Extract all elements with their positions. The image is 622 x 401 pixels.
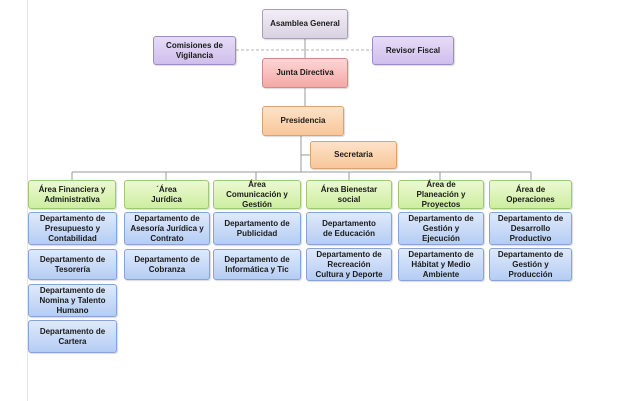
- node-presidencia: Presidencia: [262, 106, 344, 136]
- node-area-juridica: ´Área Jurídica: [124, 180, 209, 209]
- page-margin-rule: [27, 0, 28, 401]
- node-dept-nomina: Departamento de Nomina y Talento Humano: [28, 284, 117, 317]
- node-dept-tesoreria: Departamento de Tesorería: [28, 249, 117, 280]
- node-area-operaciones: Área de Operaciones: [489, 180, 572, 209]
- node-dept-gestion-produccion: Departamento de Gestión y Producción: [489, 248, 572, 281]
- node-dept-gestion-ejecucion: Departamento de Gestión y Ejecución: [398, 212, 484, 245]
- node-junta-directiva: Junta Directiva: [262, 58, 348, 88]
- node-asamblea-general: Asamblea General: [262, 9, 348, 39]
- node-comisiones-vigilancia: Comisiones de Vigilancia: [153, 36, 236, 65]
- node-dept-desarrollo-productivo: Departamento de Desarrollo Productivo: [489, 212, 572, 245]
- node-area-comunicacion: Área Comunicación y Gestión: [213, 180, 301, 209]
- node-dept-recreacion: Departamento de Recreación Cultura y Dep…: [306, 248, 392, 281]
- node-dept-presupuesto: Departamento de Presupuesto y Contabilid…: [28, 212, 117, 245]
- node-area-planeacion: Área de Planeación y Proyectos: [398, 180, 484, 209]
- node-secretaria: Secretaria: [310, 141, 397, 169]
- node-dept-informatica: Departamento de Informática y Tic: [213, 249, 301, 280]
- node-dept-publicidad: Departamento de Publicidad: [213, 212, 301, 245]
- node-dept-asesoria-juridica: Departamento de Asesoría Jurídica y Cont…: [124, 212, 210, 245]
- node-dept-habitat: Departamento de Hábitat y Medio Ambiente: [398, 248, 484, 281]
- node-area-financiera: Área Financiera y Administrativa: [28, 180, 116, 209]
- node-area-bienestar: Área Bienestar social: [306, 180, 392, 209]
- node-dept-educacion: Departamento de Educación: [306, 212, 392, 245]
- node-revisor-fiscal: Revisor Fiscal: [372, 36, 454, 65]
- node-dept-cartera: Departamento de Cartera: [28, 320, 117, 353]
- node-dept-cobranza: Departamento de Cobranza: [124, 249, 210, 280]
